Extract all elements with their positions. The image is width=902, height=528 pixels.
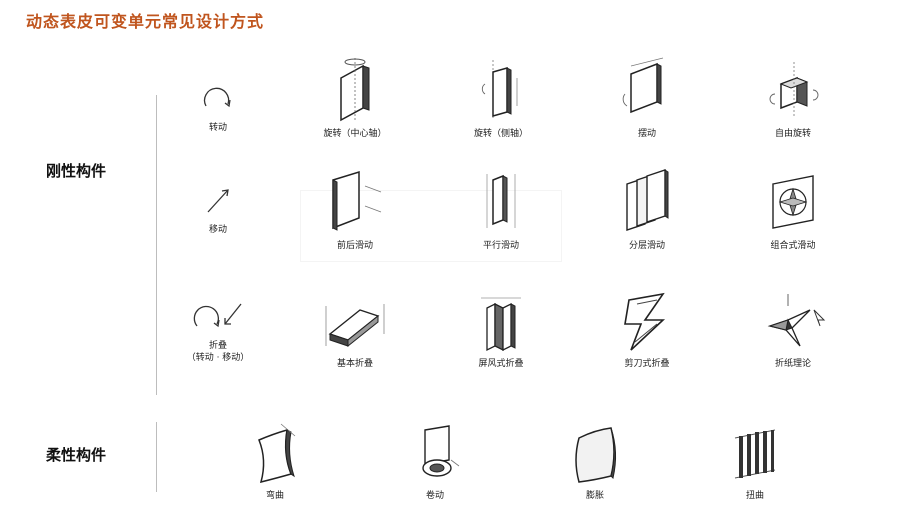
item-roll: 卷动 [380,420,490,502]
swing-icon [622,57,664,114]
item-scissor-fold-label: 剪刀式折叠 [624,359,670,369]
screen-fold-icon [481,297,521,352]
free-rotation-icon [769,62,819,118]
item-twist-label: 扭曲 [745,491,764,501]
item-basic-fold-label: 基本折叠 [336,359,373,369]
parallel-slide-icon [486,174,516,228]
row-fold-label: 折叠 [208,341,227,351]
row-move: 移动 [178,186,258,236]
rotate-arrow-icon [203,87,231,108]
front-back-slide-icon [332,170,382,231]
item-front-back-slide: 前后滑动 [300,166,410,252]
row-fold: 折叠 （转动 · 移动） [178,298,258,364]
category-flexible: 柔性构件 [46,446,107,464]
item-twist: 扭曲 [700,420,810,502]
layered-slide-icon [626,169,669,231]
combined-slide-icon [772,175,814,229]
item-inflate: 膨胀 [540,420,650,502]
row-rotate-label: 转动 [208,123,227,133]
fold-arrows-icon [193,303,242,328]
row-move-label: 移动 [208,225,227,235]
row-fold-sublabel: （转动 · 移动） [186,353,250,363]
item-swing-label: 摆动 [637,129,656,139]
move-arrow-icon [207,189,229,213]
item-free-rotation-label: 自由旋转 [774,129,811,139]
rigid-divider [156,95,157,395]
item-rotate-side-axis-label: 旋转（侧轴） [473,129,528,139]
item-scissor-fold: 剪刀式折叠 [592,290,702,370]
item-free-rotation: 自由旋转 [738,54,848,140]
category-rigid: 刚性构件 [46,162,107,180]
item-layered-slide: 分层滑动 [592,166,702,252]
item-origami-theory: 折纸理论 [738,290,848,370]
origami-icon [767,294,826,347]
item-screen-fold: 屏风式折叠 [446,290,556,370]
background-ghost [300,190,562,262]
item-swing: 摆动 [592,54,702,140]
item-parallel-slide: 平行滑动 [446,166,556,252]
item-inflate-label: 膨胀 [585,491,604,501]
item-bend: 弯曲 [220,420,330,502]
item-bend-label: 弯曲 [265,491,284,501]
item-front-back-slide-label: 前后滑动 [336,241,373,251]
bend-icon [258,423,296,484]
inflate-icon [575,427,617,483]
item-parallel-slide-label: 平行滑动 [482,241,519,251]
roll-icon [422,425,460,477]
item-rotate-center-axis-label: 旋转（中心轴） [323,129,387,139]
flexible-divider [156,422,157,492]
basic-fold-icon [325,304,385,348]
item-origami-theory-label: 折纸理论 [774,359,811,369]
item-rotate-side-axis: 旋转（侧轴） [446,54,556,140]
item-combined-slide: 组合式滑动 [738,166,848,252]
item-roll-label: 卷动 [425,491,444,501]
twist-icon [734,429,776,479]
item-rotate-center-axis: 旋转（中心轴） [300,54,410,140]
center-axis-rotation-icon [340,58,370,122]
page-title: 动态表皮可变单元常见设计方式 [26,12,265,31]
item-basic-fold: 基本折叠 [300,290,410,370]
item-combined-slide-label: 组合式滑动 [770,241,816,251]
item-screen-fold-label: 屏风式折叠 [478,359,524,369]
row-rotate: 转动 [178,84,258,134]
scissor-fold-icon [624,292,666,351]
item-layered-slide-label: 分层滑动 [628,241,665,251]
side-axis-rotation-icon [481,60,518,120]
